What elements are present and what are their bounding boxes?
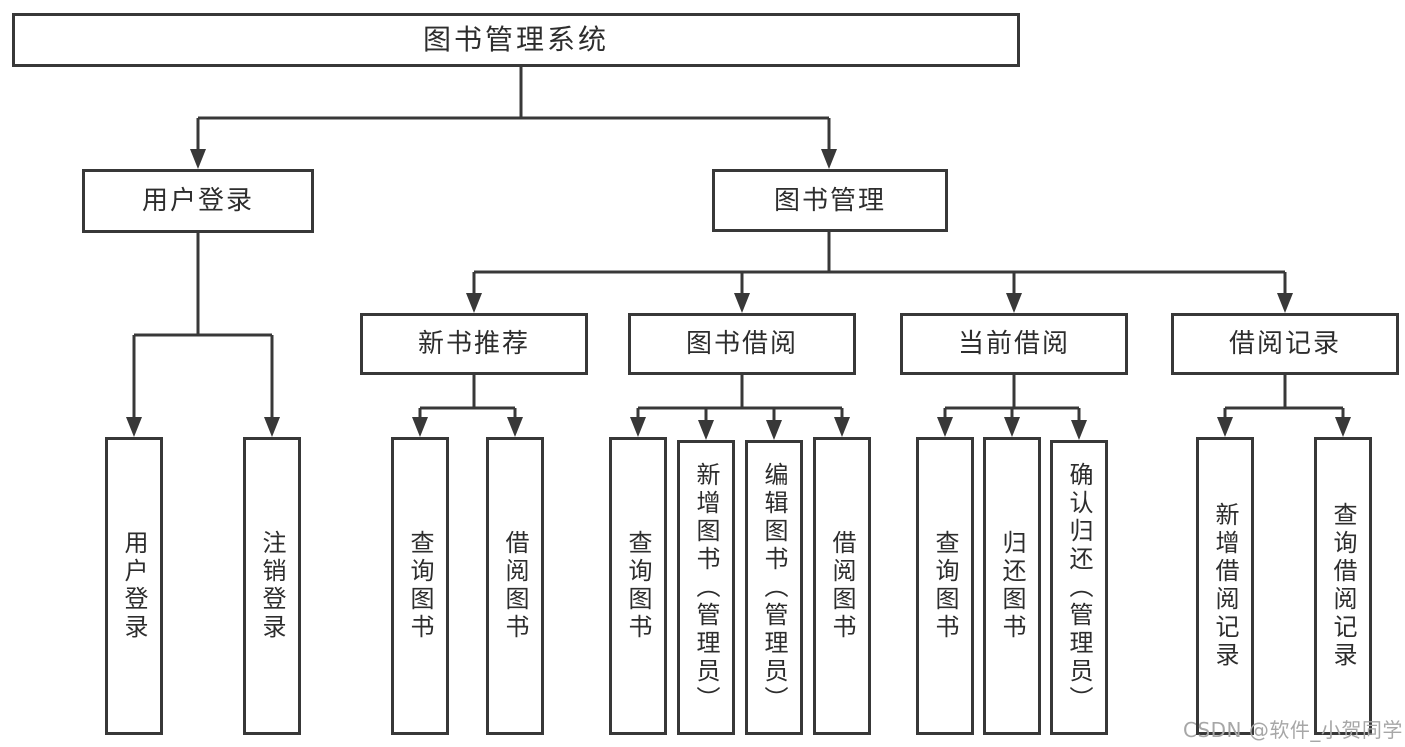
leaf-user-login-label: 用户登录 (120, 530, 148, 642)
leaf-confirm-return-admin: 确认归还（管理员） (1050, 440, 1108, 735)
leaf-query-books-recommend-label: 查询图书 (406, 530, 434, 642)
node-borrow-records-label: 借阅记录 (1228, 329, 1341, 359)
leaf-query-books-recommend: 查询图书 (391, 437, 449, 735)
leaf-confirm-return-admin-label: 确认归还（管理员） (1065, 461, 1093, 714)
leaf-borrow-books-borrow: 借阅图书 (813, 437, 871, 735)
leaf-query-books-current: 查询图书 (916, 437, 974, 735)
leaf-borrow-books-borrow-label: 借阅图书 (828, 530, 856, 642)
node-book-borrow: 图书借阅 (628, 313, 856, 375)
node-book-borrow-label: 图书借阅 (685, 329, 798, 359)
node-library-system: 图书管理系统 (12, 13, 1020, 67)
leaf-add-borrow-record: 新增借阅记录 (1196, 437, 1254, 735)
leaf-user-login: 用户登录 (105, 437, 163, 735)
leaf-return-books: 归还图书 (983, 437, 1041, 735)
node-user-login: 用户登录 (82, 169, 314, 233)
leaf-query-borrow-record: 查询借阅记录 (1314, 437, 1372, 735)
csdn-watermark: CSDN @软件_小贺同学 (1183, 718, 1403, 742)
leaf-borrow-books-recommend-label: 借阅图书 (501, 530, 529, 642)
leaf-add-book-admin: 新增图书（管理员） (677, 440, 735, 735)
node-current-borrow: 当前借阅 (900, 313, 1128, 375)
leaf-add-book-admin-label: 新增图书（管理员） (692, 461, 720, 714)
leaf-edit-book-admin: 编辑图书（管理员） (745, 440, 803, 735)
leaf-edit-book-admin-label: 编辑图书（管理员） (760, 461, 788, 714)
leaf-query-books-borrow-label: 查询图书 (624, 530, 652, 642)
leaf-logout-login: 注销登录 (243, 437, 301, 735)
leaf-add-borrow-record-label: 新增借阅记录 (1211, 502, 1239, 670)
leaf-return-books-label: 归还图书 (998, 530, 1026, 642)
leaf-query-borrow-record-label: 查询借阅记录 (1329, 502, 1357, 670)
node-book-management-label: 图书管理 (773, 185, 886, 216)
leaf-logout-login-label: 注销登录 (258, 530, 286, 642)
leaf-borrow-books-recommend: 借阅图书 (486, 437, 544, 735)
node-library-system-label: 图书管理系统 (422, 23, 609, 56)
node-book-management: 图书管理 (712, 169, 948, 232)
node-current-borrow-label: 当前借阅 (957, 329, 1070, 359)
leaf-query-books-current-label: 查询图书 (931, 530, 959, 642)
node-new-book-recommend: 新书推荐 (360, 313, 588, 375)
node-borrow-records: 借阅记录 (1171, 313, 1399, 375)
leaf-query-books-borrow: 查询图书 (609, 437, 667, 735)
node-new-book-recommend-label: 新书推荐 (417, 329, 530, 359)
node-user-login-label: 用户登录 (141, 186, 254, 216)
